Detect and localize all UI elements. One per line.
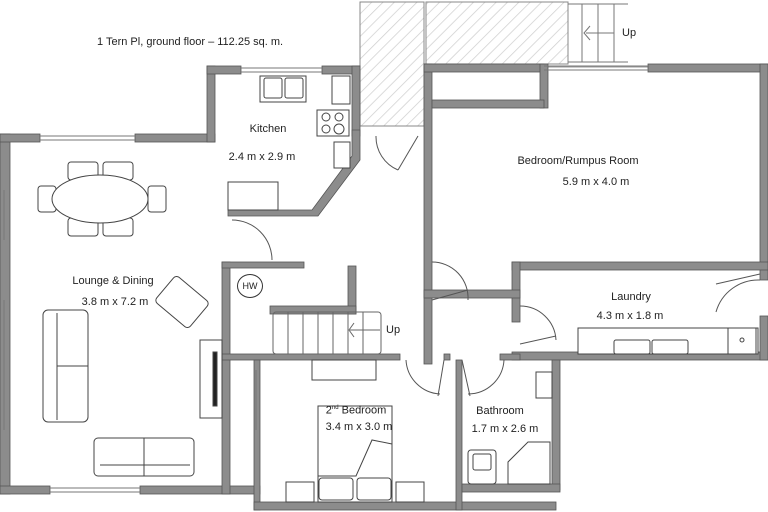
interior-stairs	[272, 311, 382, 355]
bedroom-rumpus-size: 5.9 m x 4.0 m	[562, 176, 630, 188]
windows	[3, 65, 648, 493]
kitchen-label: Kitchen	[249, 123, 287, 135]
exterior-stairs-up-label: Up	[622, 27, 637, 39]
furniture	[37, 75, 759, 503]
exterior-stairs	[548, 3, 650, 68]
second-bedroom-label: 2nd Bedroom	[325, 404, 387, 417]
walls	[0, 63, 768, 511]
interior-stairs-up-label: Up	[386, 324, 401, 336]
doors	[231, 135, 761, 397]
hot-water-cylinder: HW	[237, 274, 263, 298]
second-bedroom-size: 3.4 m x 3.0 m	[325, 421, 393, 433]
bedroom-rumpus-label: Bedroom/Rumpus Room	[517, 155, 639, 167]
bathroom-label: Bathroom	[476, 405, 524, 417]
lounge-dining-label: Lounge & Dining	[72, 275, 154, 287]
deck-area	[359, 1, 569, 127]
bathroom-size: 1.7 m x 2.6 m	[471, 423, 539, 435]
kitchen-size: 2.4 m x 2.9 m	[228, 151, 296, 163]
lounge-dining-size: 3.8 m x 7.2 m	[81, 296, 149, 308]
page-title: 1 Tern Pl, ground floor – 112.25 sq. m.	[97, 36, 284, 48]
laundry-label: Laundry	[611, 291, 651, 303]
laundry-size: 4.3 m x 1.8 m	[596, 310, 664, 322]
